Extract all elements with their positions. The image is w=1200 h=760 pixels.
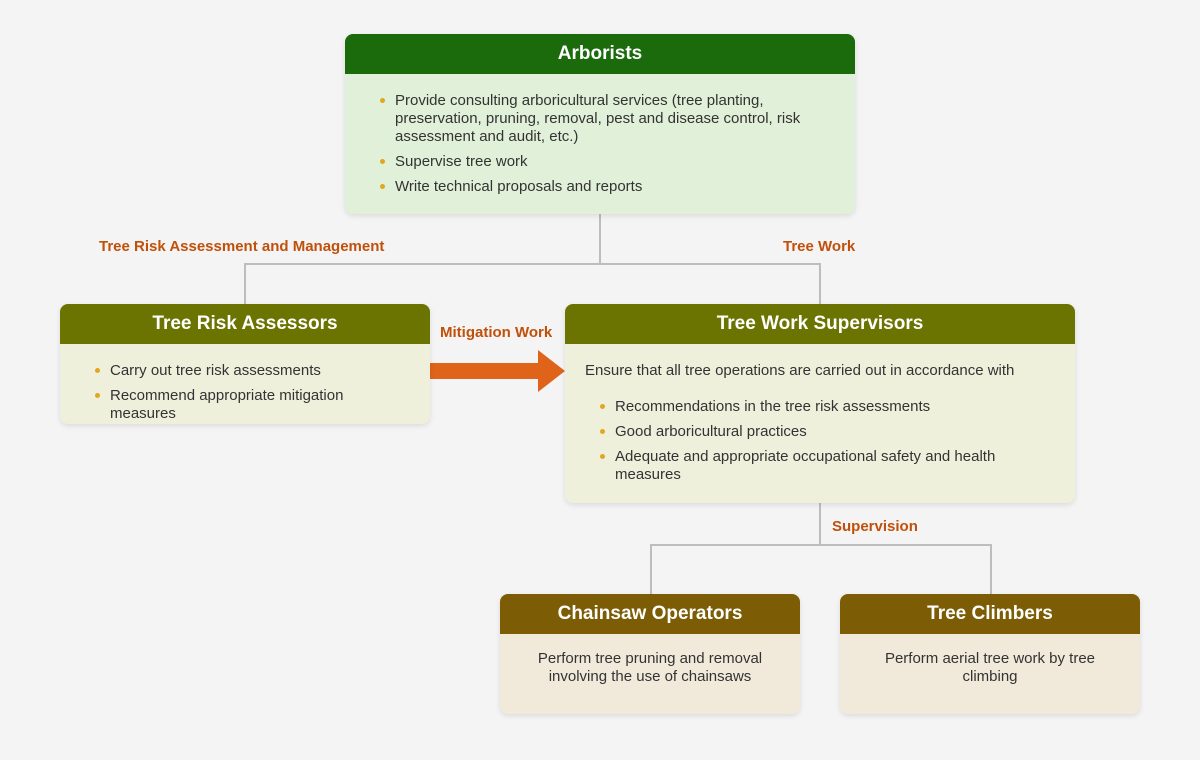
list-item: Supervise tree work (380, 153, 810, 171)
tree-work-supervisors-duties-list: Recommendations in the tree risk assessm… (585, 398, 1035, 484)
tree-work-supervisors-box: Tree Work Supervisors Ensure that all tr… (565, 304, 1075, 503)
tree-risk-assessors-duties-list: Carry out tree risk assessments Recommen… (95, 362, 410, 423)
list-item: Provide consulting arboricultural servic… (380, 92, 810, 146)
list-item: Good arboricultural practices (600, 423, 1035, 441)
connector-arborists-to-assessors (244, 214, 601, 304)
tree-climbers-description: Perform aerial tree work by tree climbin… (884, 650, 1096, 685)
label-supervision: Supervision (832, 518, 918, 535)
label-mitigation-work: Mitigation Work (440, 324, 553, 341)
connector-supervisors-to-climbers (820, 544, 992, 594)
list-item: Carry out tree risk assessments (95, 362, 410, 380)
connector-arborists-to-supervisors (600, 263, 821, 304)
list-item: Recommendations in the tree risk assessm… (600, 398, 1035, 416)
tree-climbers-box: Tree Climbers Perform aerial tree work b… (840, 594, 1140, 714)
tree-climbers-title: Tree Climbers (840, 594, 1140, 634)
arborists-box: Arborists Provide consulting arboricultu… (345, 34, 855, 214)
tree-risk-assessors-box: Tree Risk Assessors Carry out tree risk … (60, 304, 430, 424)
tree-work-supervisors-title: Tree Work Supervisors (565, 304, 1075, 344)
tree-risk-assessors-body: Carry out tree risk assessments Recommen… (60, 344, 430, 424)
arborists-body: Provide consulting arboricultural servic… (345, 74, 855, 214)
mitigation-arrow (430, 350, 565, 392)
arborists-title: Arborists (345, 34, 855, 74)
chainsaw-operators-description: Perform tree pruning and removal involvi… (537, 650, 763, 685)
label-tree-work: Tree Work (783, 238, 856, 255)
list-item: Adequate and appropriate occupational sa… (600, 448, 1035, 484)
connector-supervisors-to-operators (650, 503, 821, 594)
chainsaw-operators-box: Chainsaw Operators Perform tree pruning … (500, 594, 800, 714)
chainsaw-operators-title: Chainsaw Operators (500, 594, 800, 634)
tree-risk-assessors-title: Tree Risk Assessors (60, 304, 430, 344)
label-tree-risk-assessment: Tree Risk Assessment and Management (99, 238, 385, 255)
list-item: Recommend appropriate mitigation measure… (95, 387, 410, 423)
list-item: Write technical proposals and reports (380, 178, 810, 196)
tree-work-supervisors-intro: Ensure that all tree operations are carr… (585, 362, 1015, 379)
arborists-duties-list: Provide consulting arboricultural servic… (380, 92, 810, 196)
tree-work-supervisors-body: Ensure that all tree operations are carr… (565, 344, 1075, 503)
